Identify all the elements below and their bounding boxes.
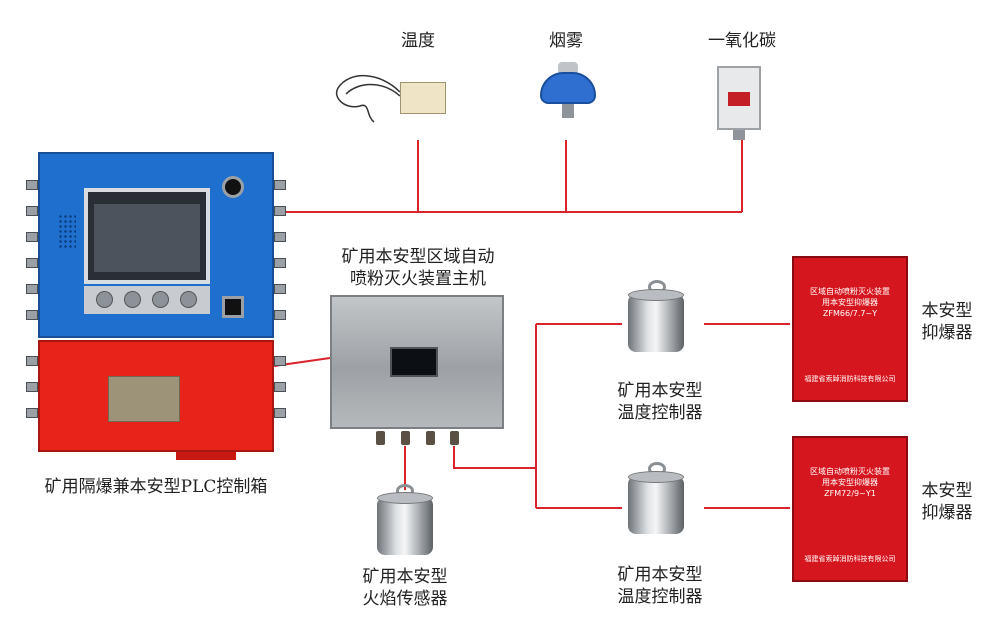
smoke-sensor-cap: [558, 62, 578, 74]
main-unit-port-2: [401, 431, 410, 445]
controller-top-label-line1: 矿用本安型: [617, 381, 703, 401]
suppressor-top-side-line1: 本安型: [921, 301, 973, 321]
plc-button-panel: [84, 286, 210, 314]
plc-knob-3: [152, 291, 169, 308]
plc-touchscreen: [84, 188, 210, 284]
main-unit-port-3: [426, 431, 435, 445]
suppressor-bottom-side-line2: 抑爆器: [921, 503, 973, 523]
suppressor-bottom: 区域自动喷粉灭火装置 用本安型抑爆器 ZFM72/9~Y1 福建省索踔消防科技有…: [792, 436, 908, 582]
plc-cabinet-label: 矿用隔爆兼本安型PLC控制箱: [44, 477, 268, 497]
temperature-sensor-label: 温度: [401, 31, 435, 51]
co-sensor-label: 一氧化碳: [708, 31, 776, 51]
controller-bottom-label-line2: 温度控制器: [617, 587, 703, 607]
suppressor-bottom-line2: 用本安型抑爆器: [822, 478, 878, 487]
temperature-sensor: [400, 82, 446, 114]
controller-top-cap: [628, 289, 684, 301]
smoke-sensor: [540, 72, 596, 104]
main-unit-display: [390, 347, 438, 377]
smoke-sensor-label: 烟雾: [549, 31, 583, 51]
controller-top-label-line2: 温度控制器: [617, 403, 703, 423]
main-unit-port-4: [450, 431, 459, 445]
plc-knob-1: [96, 291, 113, 308]
plc-nameplate: [108, 376, 180, 422]
emergency-switch-icon: [222, 296, 244, 318]
controller-bottom-cap: [628, 471, 684, 483]
flame-sensor-top: [377, 492, 433, 504]
flame-sensor: [377, 497, 433, 555]
main-unit-label-line1: 矿用本安型区域自动: [341, 247, 495, 267]
main-unit-port-1: [376, 431, 385, 445]
suppressor-bottom-model: ZFM72/9~Y1: [824, 489, 876, 498]
speaker-grille: [58, 214, 76, 250]
plc-cabinet-feet: [176, 452, 236, 460]
plc-knob-2: [124, 291, 141, 308]
suppressor-top: 区域自动喷粉灭火装置 用本安型抑爆器 ZFM66/7.7~Y 福建省索踔消防科技…: [792, 256, 908, 402]
temperature-controller-bottom: [628, 476, 684, 534]
temperature-controller-top: [628, 294, 684, 352]
temperature-probe-cable: [335, 74, 401, 123]
plc-knob-4: [180, 291, 197, 308]
suppressor-top-line1: 区域自动喷粉灭火装置: [810, 287, 890, 296]
controller-bottom-label-line1: 矿用本安型: [617, 565, 703, 585]
flame-sensor-label-line2: 火焰传感器: [362, 589, 448, 609]
suppressor-bottom-line1: 区域自动喷粉灭火装置: [810, 467, 890, 476]
suppressor-top-line2: 用本安型抑爆器: [822, 298, 878, 307]
flame-sensor-label-line1: 矿用本安型: [362, 567, 448, 587]
smoke-sensor-stem: [562, 104, 574, 118]
co-sensor-display: [728, 92, 750, 106]
co-sensor-gland: [733, 130, 745, 140]
suppressor-top-maker: 福建省索踔消防科技有限公司: [804, 375, 896, 383]
main-unit-label-line2: 喷粉灭火装置主机: [350, 269, 486, 289]
suppressor-bottom-side-line1: 本安型: [921, 481, 973, 501]
suppressor-top-side-line2: 抑爆器: [921, 323, 973, 343]
suppressor-top-model: ZFM66/7.7~Y: [822, 309, 878, 318]
suppressor-bottom-maker: 福建省索踔消防科技有限公司: [804, 555, 896, 563]
key-switch-icon: [222, 176, 244, 198]
